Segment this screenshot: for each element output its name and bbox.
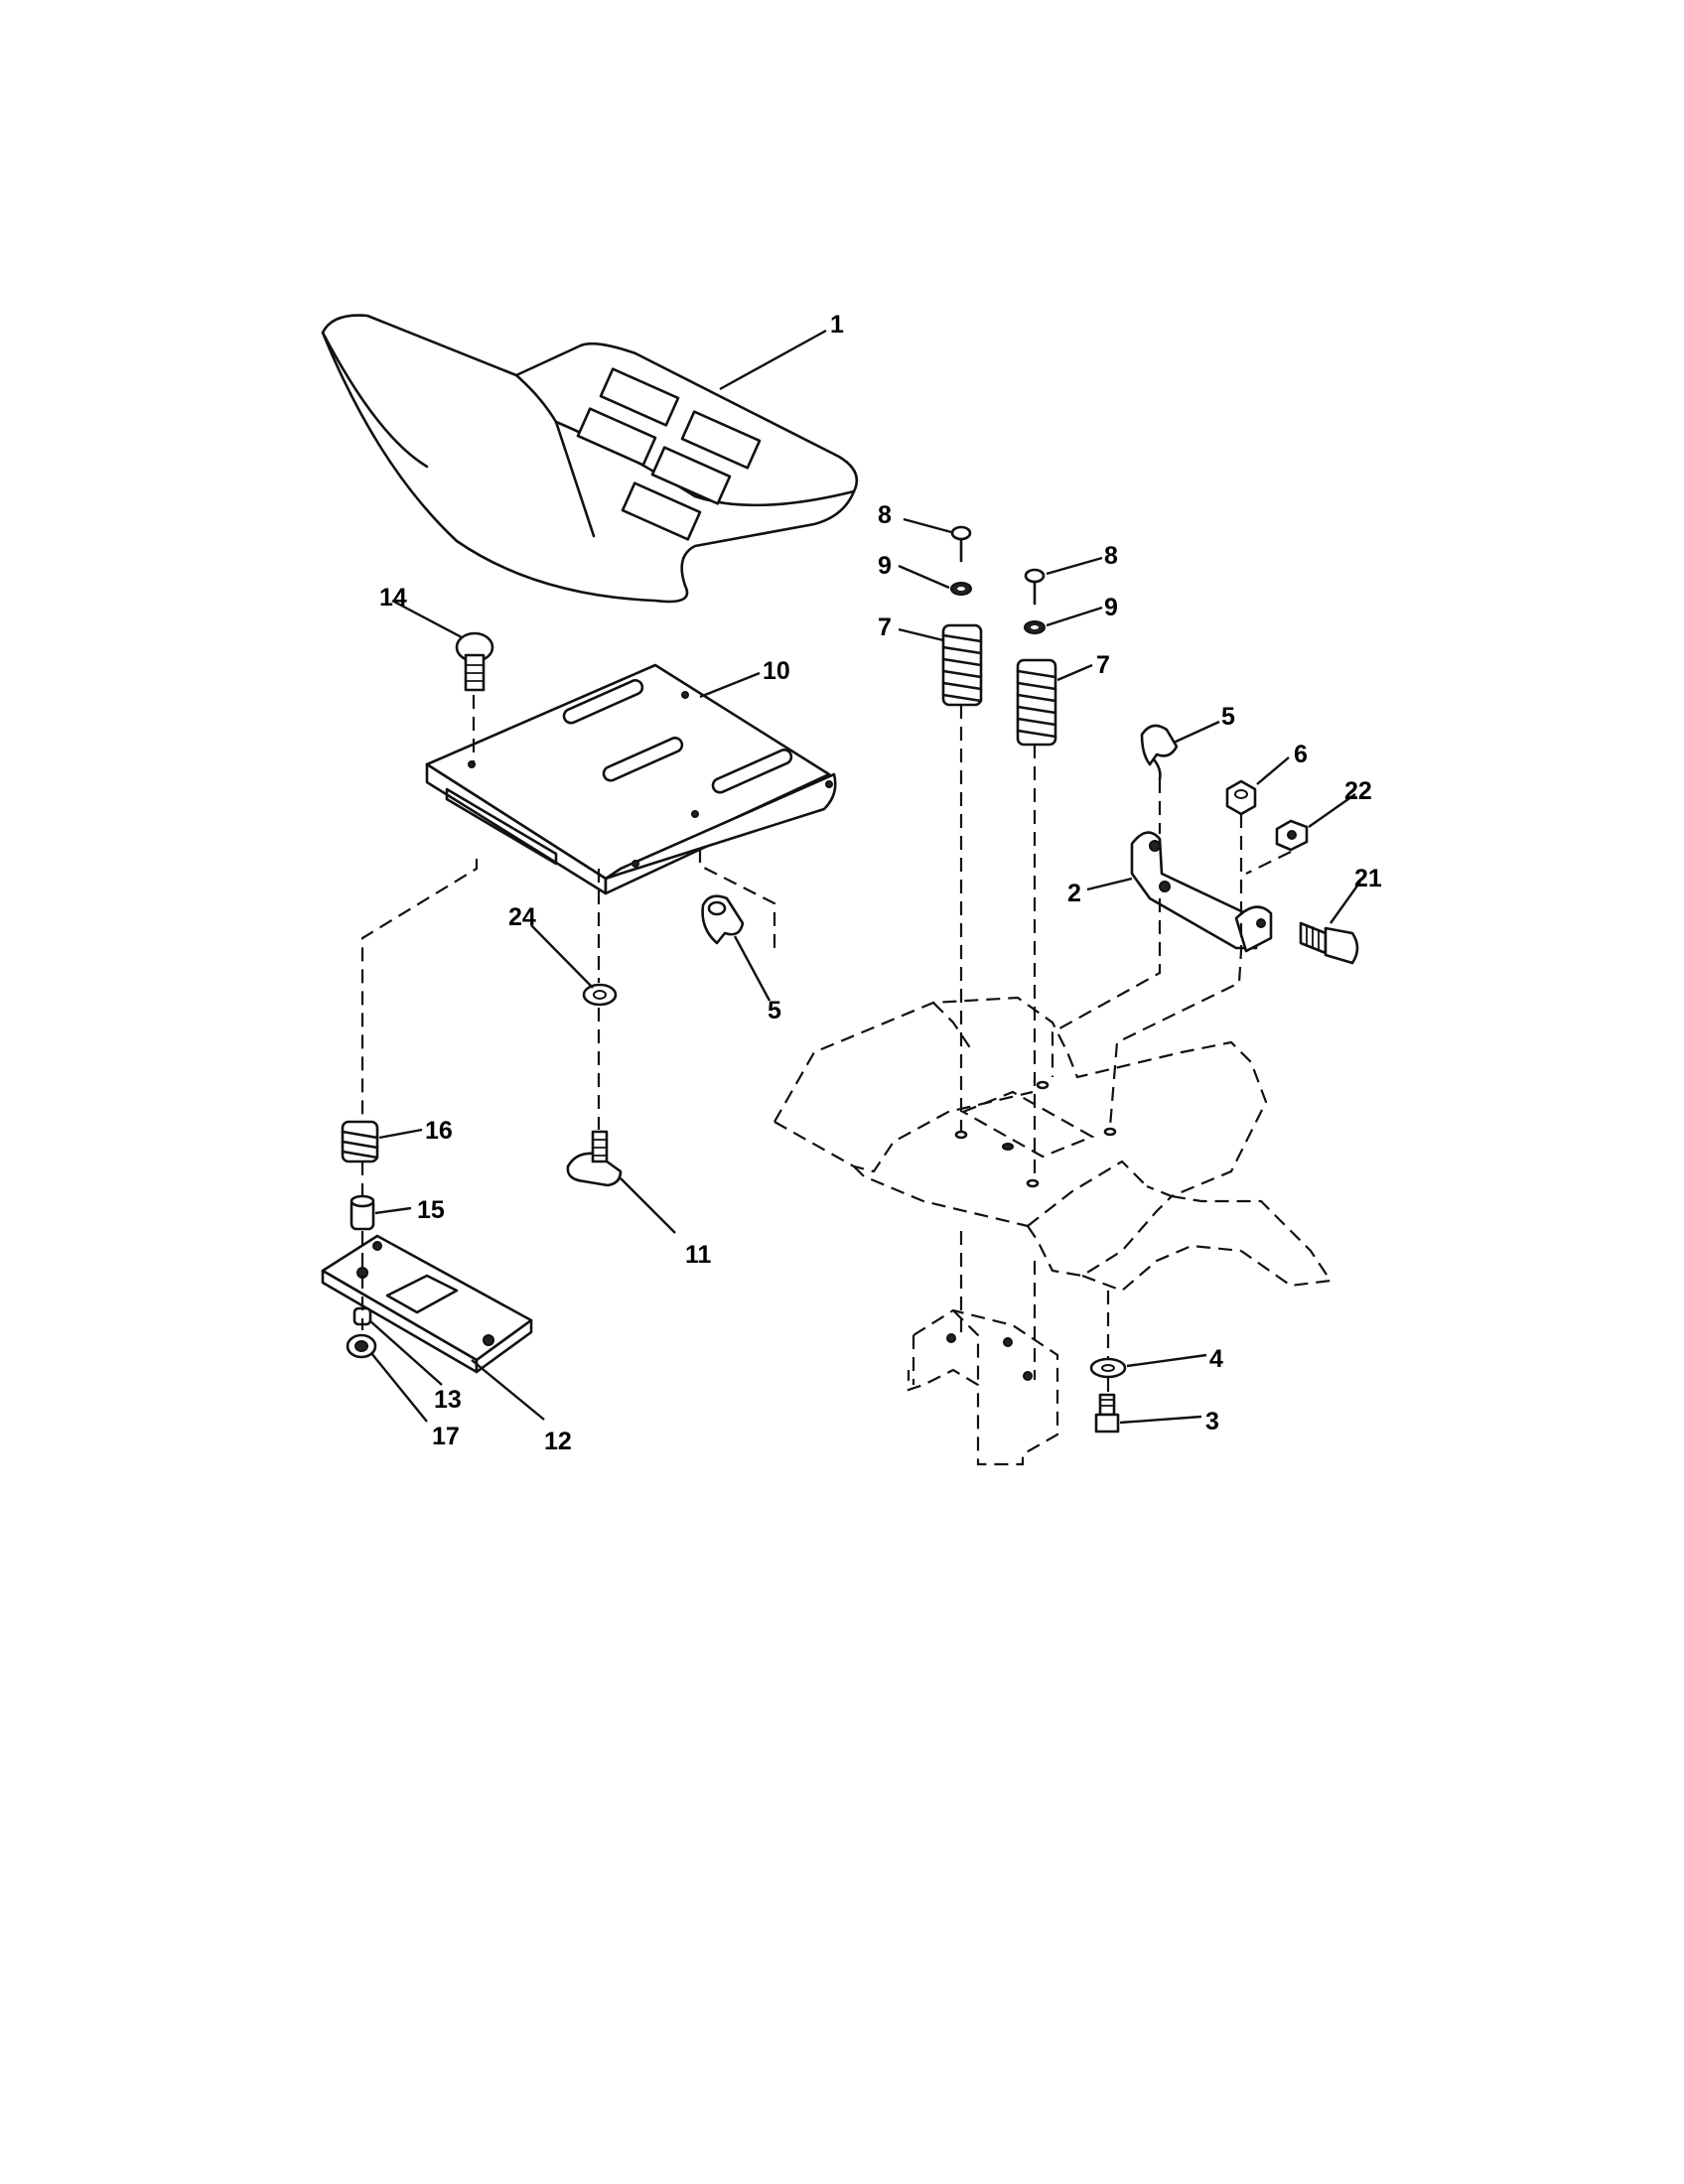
bolt-right-part	[1024, 568, 1046, 606]
callout-4: 4	[1209, 1345, 1223, 1373]
washer-4-part	[1089, 1357, 1127, 1379]
callout-17: 17	[432, 1423, 460, 1450]
spring-16-part	[341, 1120, 379, 1163]
callout-14: 14	[379, 584, 407, 612]
callout-21: 21	[1354, 865, 1382, 892]
callout-16: 16	[425, 1117, 453, 1145]
callout-5-upper: 5	[1221, 703, 1235, 731]
nut-17-part	[346, 1333, 377, 1359]
callout-22: 22	[1344, 777, 1372, 805]
assembly-lines	[360, 695, 1292, 1393]
bracket-part	[1130, 831, 1273, 953]
callout-15: 15	[417, 1196, 445, 1224]
tractor-frame-outline	[773, 996, 1333, 1293]
callout-7-left: 7	[878, 614, 892, 641]
bolt-3-part	[1094, 1393, 1120, 1433]
carriage-bolt-part	[455, 631, 494, 692]
washer-24-part	[582, 983, 618, 1007]
callout-5-lower: 5	[768, 997, 781, 1024]
callout-24: 24	[508, 903, 536, 931]
callout-8-right: 8	[1104, 542, 1118, 570]
seat-pan-part	[425, 663, 837, 895]
callout-9-right: 9	[1104, 594, 1118, 621]
callout-13: 13	[434, 1386, 462, 1414]
plate-part	[321, 1234, 533, 1374]
clip-upper-part	[1140, 724, 1179, 781]
callout-3: 3	[1205, 1408, 1219, 1435]
callout-12: 12	[544, 1428, 572, 1455]
callout-11: 11	[685, 1241, 712, 1269]
nut-22-part	[1275, 819, 1309, 852]
shoulder-bolt-part	[1299, 921, 1359, 965]
leader-lines	[368, 329, 1361, 1425]
callout-9-left: 9	[878, 552, 892, 580]
washer-left-part	[950, 582, 972, 596]
knob-part	[566, 1130, 623, 1187]
spring-left-part	[941, 623, 983, 707]
callout-2: 2	[1067, 880, 1081, 907]
spring-right-part	[1016, 658, 1057, 747]
callout-labels: 1 10 14 8 9 7 8 9 7 5 6 22 21 2 24 5 16 …	[379, 311, 1382, 1455]
spacer-part	[350, 1194, 375, 1231]
nut-6-part	[1225, 779, 1257, 816]
bolt-left-part	[950, 525, 972, 563]
washer-right-part	[1024, 620, 1046, 634]
callout-10: 10	[763, 657, 790, 685]
seat-pad-windows	[576, 367, 762, 541]
frame-holes	[954, 1080, 1117, 1188]
clip-lower-part	[701, 894, 745, 945]
callout-6: 6	[1294, 741, 1308, 768]
callout-8-left: 8	[878, 501, 892, 529]
callout-1: 1	[830, 311, 844, 339]
seat-part	[321, 314, 859, 604]
callout-7-right: 7	[1096, 651, 1110, 679]
